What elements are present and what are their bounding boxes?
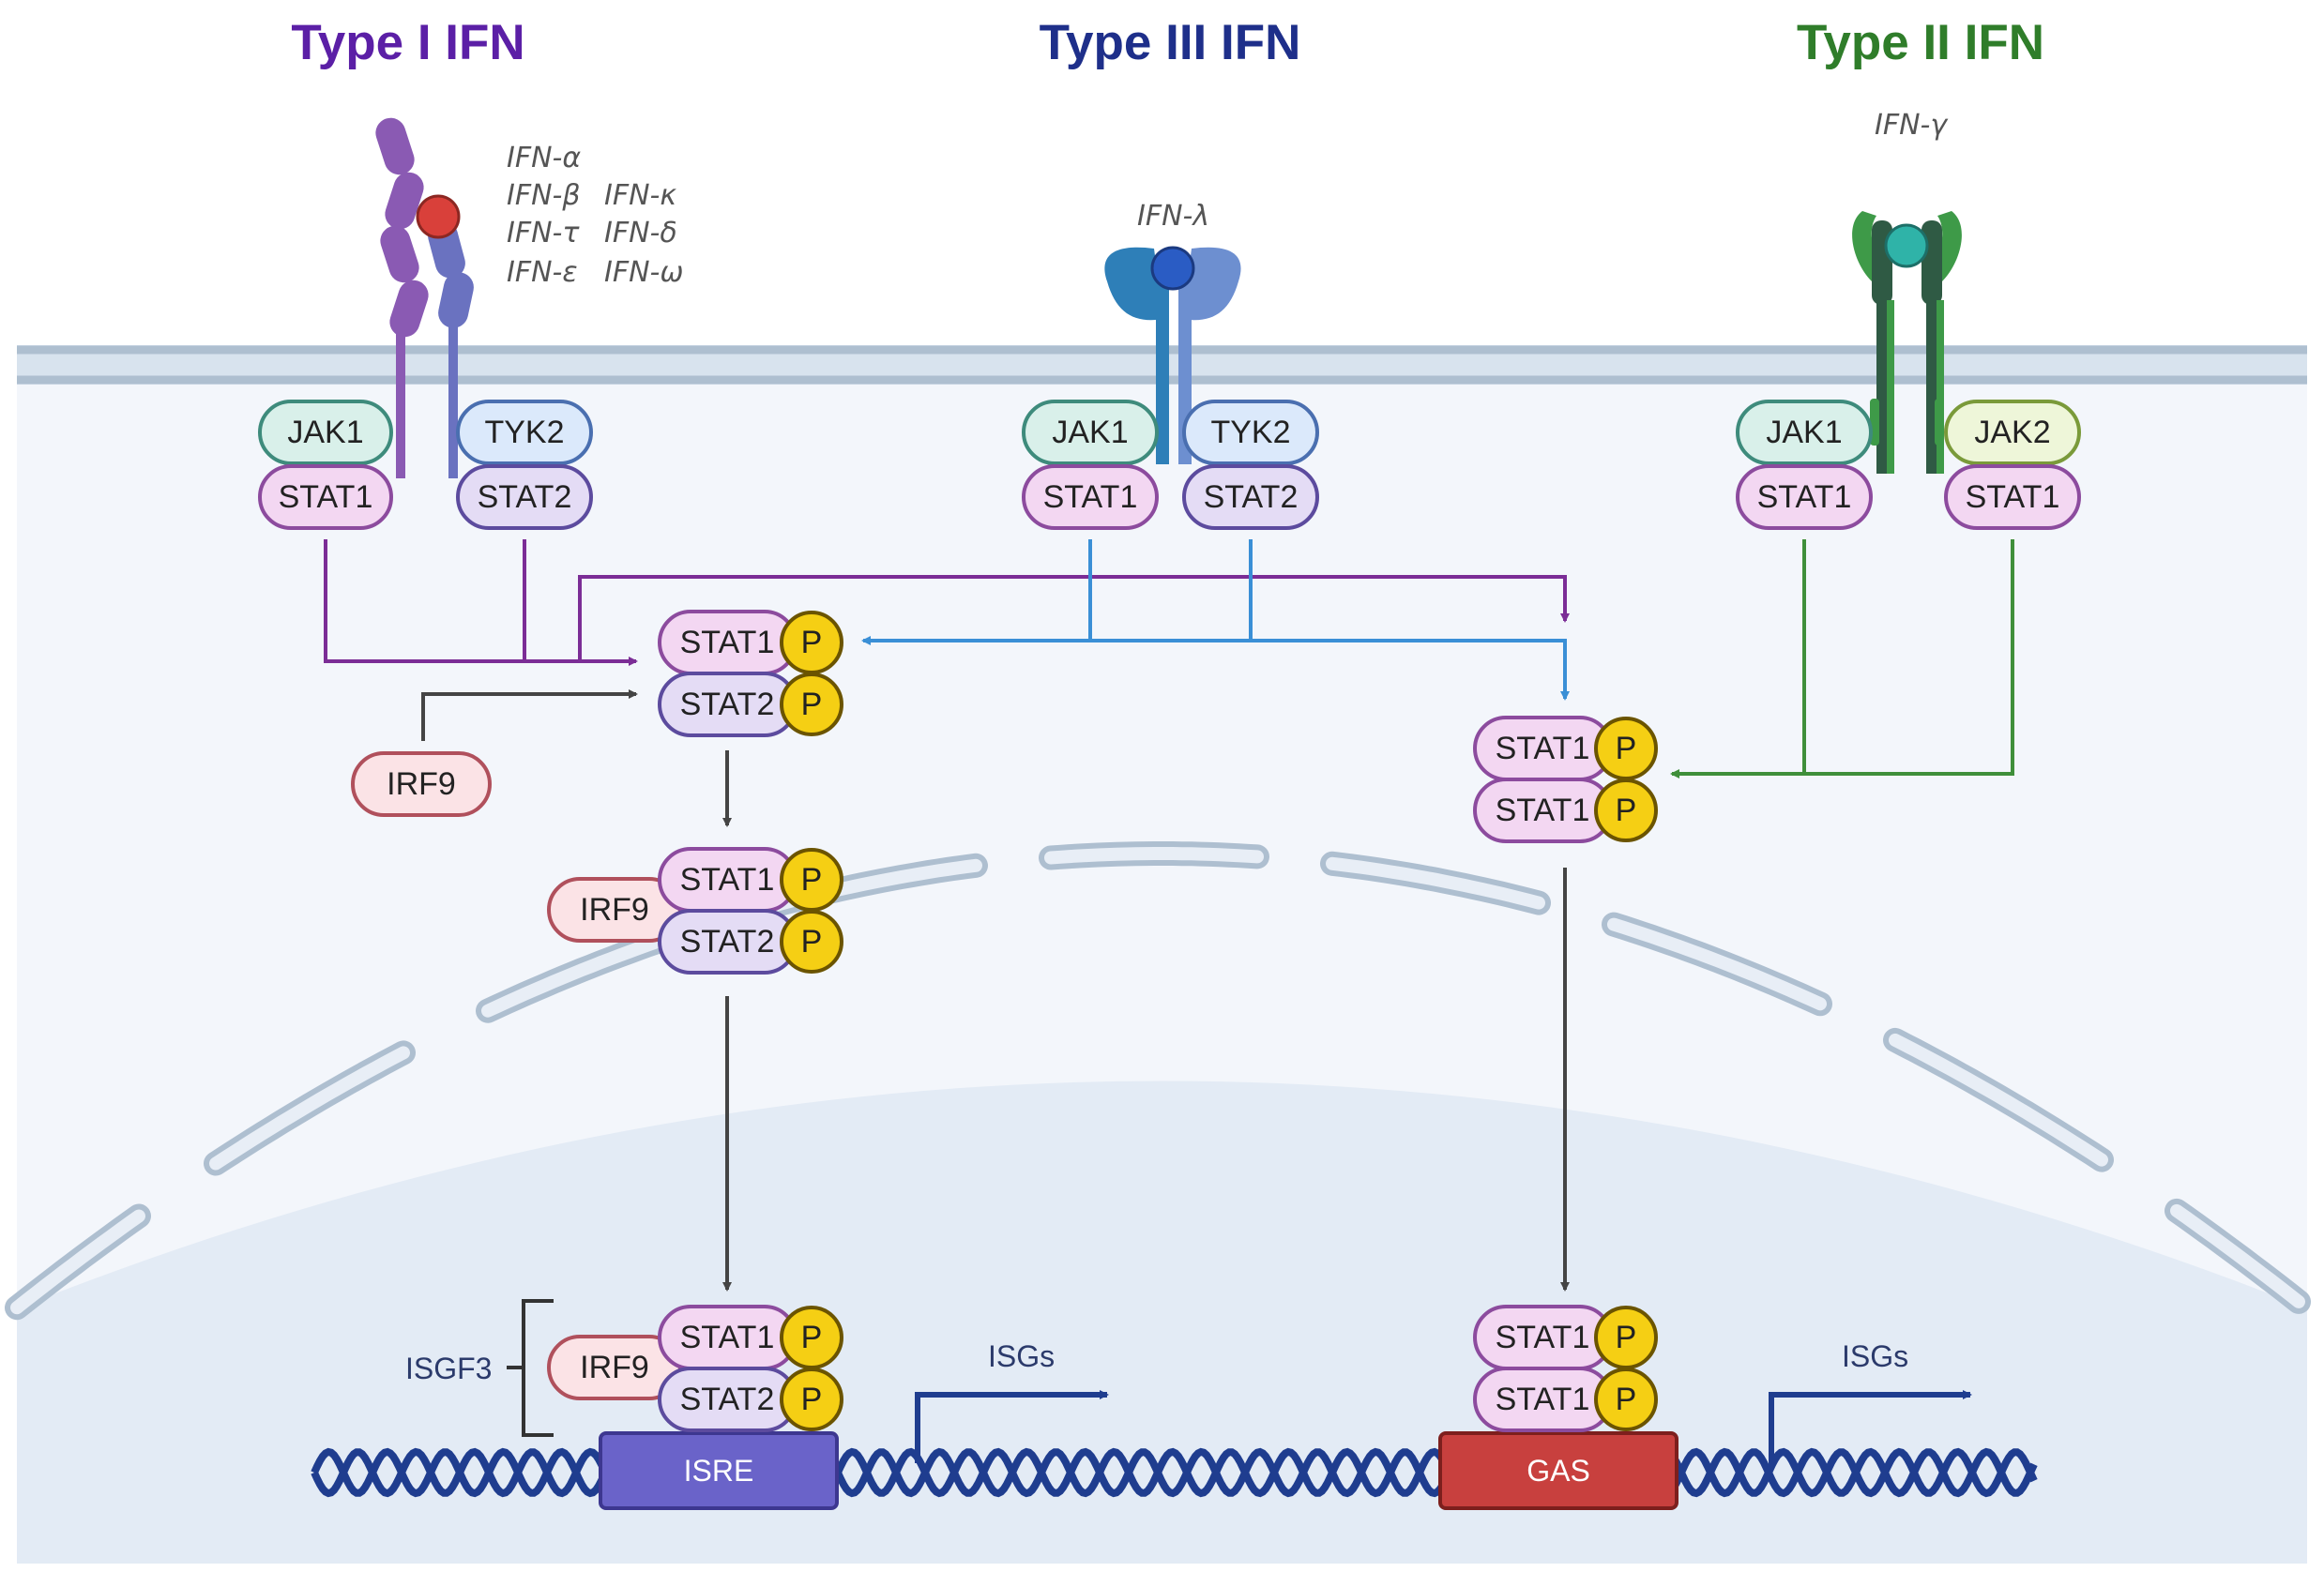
svg-text:STAT1: STAT1 (680, 862, 775, 898)
type1-title: Type I IFN (291, 15, 524, 70)
type1-receptor (375, 117, 474, 478)
svg-text:STAT1: STAT1 (279, 479, 373, 515)
pill-stat1-type2-left: STAT1 (1736, 464, 1873, 530)
arrow-irf9-join (421, 689, 638, 741)
type3-ligand-ball (1150, 246, 1195, 291)
nucleus (17, 1081, 2307, 1564)
svg-text:IRF9: IRF9 (387, 766, 456, 802)
arrow-type3-to-stat1-homodimer (1090, 639, 1570, 701)
ligand-ifn-alpha: IFN-α (507, 142, 581, 174)
svg-text:P: P (1616, 793, 1637, 828)
ligand-ifn-epsilon: IFN-ε (507, 256, 578, 289)
svg-text:TYK2: TYK2 (1210, 415, 1290, 450)
arrow-type1-to-stat-heterodimer (324, 539, 638, 666)
svg-text:P: P (801, 1320, 823, 1355)
pill-stat2-type1: STAT2 (456, 464, 593, 530)
isgf3-complex-cytoplasm: IRF9 STAT1 STAT2 P P (547, 847, 843, 975)
svg-text:STAT2: STAT2 (680, 924, 775, 960)
svg-text:P: P (1616, 1382, 1637, 1417)
pill-tyk2-type3: TYK2 (1182, 400, 1319, 465)
phospho-stat1-stat2-heterodimer: STAT1 STAT2 P P (658, 610, 843, 737)
svg-text:STAT1: STAT1 (1496, 793, 1590, 828)
svg-text:P: P (801, 1382, 823, 1417)
svg-text:JAK1: JAK1 (287, 415, 363, 450)
svg-text:P: P (1616, 1320, 1637, 1355)
svg-text:STAT1: STAT1 (1043, 479, 1138, 515)
svg-text:STAT2: STAT2 (478, 479, 572, 515)
isgf3-bracket (507, 1299, 554, 1437)
ligand-ifn-gamma: IFN-γ (1875, 109, 1949, 142)
svg-text:P: P (801, 862, 823, 898)
ligand-ifn-tau: IFN-τ (507, 217, 580, 249)
svg-text:P: P (1616, 731, 1637, 766)
phospho-stat1-homodimer-cytoplasm: STAT1 STAT1 P P (1473, 716, 1658, 843)
isg-transcription-arrow-right (1769, 1390, 1972, 1463)
pill-irf9-free: IRF9 (351, 751, 492, 817)
ligand-ifn-kappa: IFN-κ (604, 179, 676, 212)
pill-stat1-type1: STAT1 (258, 464, 393, 530)
svg-text:JAK1: JAK1 (1766, 415, 1842, 450)
svg-text:STAT1: STAT1 (1496, 731, 1590, 766)
pill-jak1-type1: JAK1 (258, 400, 393, 465)
isgs-label-left: ISGs (988, 1339, 1055, 1373)
svg-text:STAT1: STAT1 (1757, 479, 1852, 515)
svg-text:STAT2: STAT2 (1204, 479, 1299, 515)
pill-stat1-type2-right: STAT1 (1944, 464, 2081, 530)
type2-ligand-ball (1884, 223, 1929, 268)
svg-text:STAT1: STAT1 (1496, 1382, 1590, 1417)
isgf3-complex-nucleus: IRF9 STAT1 STAT2 P P (547, 1305, 843, 1432)
isgs-label-right: ISGs (1842, 1339, 1908, 1373)
arrow-type2-to-stat1-homodimer (1672, 539, 2014, 774)
gas-element: GAS (1438, 1431, 1678, 1510)
svg-text:P: P (801, 687, 823, 722)
svg-text:ISRE: ISRE (684, 1454, 754, 1488)
type3-title: Type III IFN (1040, 15, 1301, 70)
svg-text:P: P (801, 924, 823, 960)
svg-text:IRF9: IRF9 (580, 1350, 649, 1385)
nuclear-envelope (5, 841, 2311, 1321)
pill-jak1-type3: JAK1 (1022, 400, 1159, 465)
ligand-ifn-beta: IFN-β (507, 179, 581, 212)
isre-element: ISRE (599, 1431, 839, 1510)
ligand-ifn-omega: IFN-ω (604, 256, 684, 289)
svg-text:STAT2: STAT2 (680, 1382, 775, 1417)
svg-text:STAT1: STAT1 (1966, 479, 2060, 515)
isgf3-label: ISGF3 (405, 1352, 492, 1385)
svg-text:TYK2: TYK2 (484, 415, 564, 450)
ligand-ifn-lambda: IFN-λ (1137, 200, 1209, 233)
pill-stat1-type3: STAT1 (1022, 464, 1159, 530)
svg-text:JAK2: JAK2 (1974, 415, 2050, 450)
pill-jak2-type2: JAK2 (1944, 400, 2081, 465)
type1-ligand-ball (416, 194, 461, 239)
svg-text:P: P (801, 625, 823, 660)
pill-jak1-type2: JAK1 (1736, 400, 1873, 465)
svg-text:STAT1: STAT1 (680, 1320, 775, 1355)
svg-text:STAT2: STAT2 (680, 687, 775, 722)
svg-text:IRF9: IRF9 (580, 892, 649, 928)
pill-stat2-type3: STAT2 (1182, 464, 1319, 530)
type2-title: Type II IFN (1797, 15, 2044, 70)
type2-receptor (1852, 211, 1962, 474)
pill-tyk2-type1: TYK2 (456, 400, 593, 465)
svg-text:STAT1: STAT1 (1496, 1320, 1590, 1355)
svg-text:GAS: GAS (1527, 1454, 1590, 1488)
arrow-type1-to-stat1-homodimer (578, 575, 1570, 661)
type3-receptor (1104, 246, 1241, 464)
svg-text:JAK1: JAK1 (1052, 415, 1128, 450)
phospho-stat1-homodimer-nucleus: STAT1 STAT1 P P (1473, 1305, 1658, 1432)
svg-text:STAT1: STAT1 (680, 625, 775, 660)
isg-transcription-arrow-left (915, 1390, 1109, 1463)
ligand-ifn-delta: IFN-δ (604, 217, 677, 249)
